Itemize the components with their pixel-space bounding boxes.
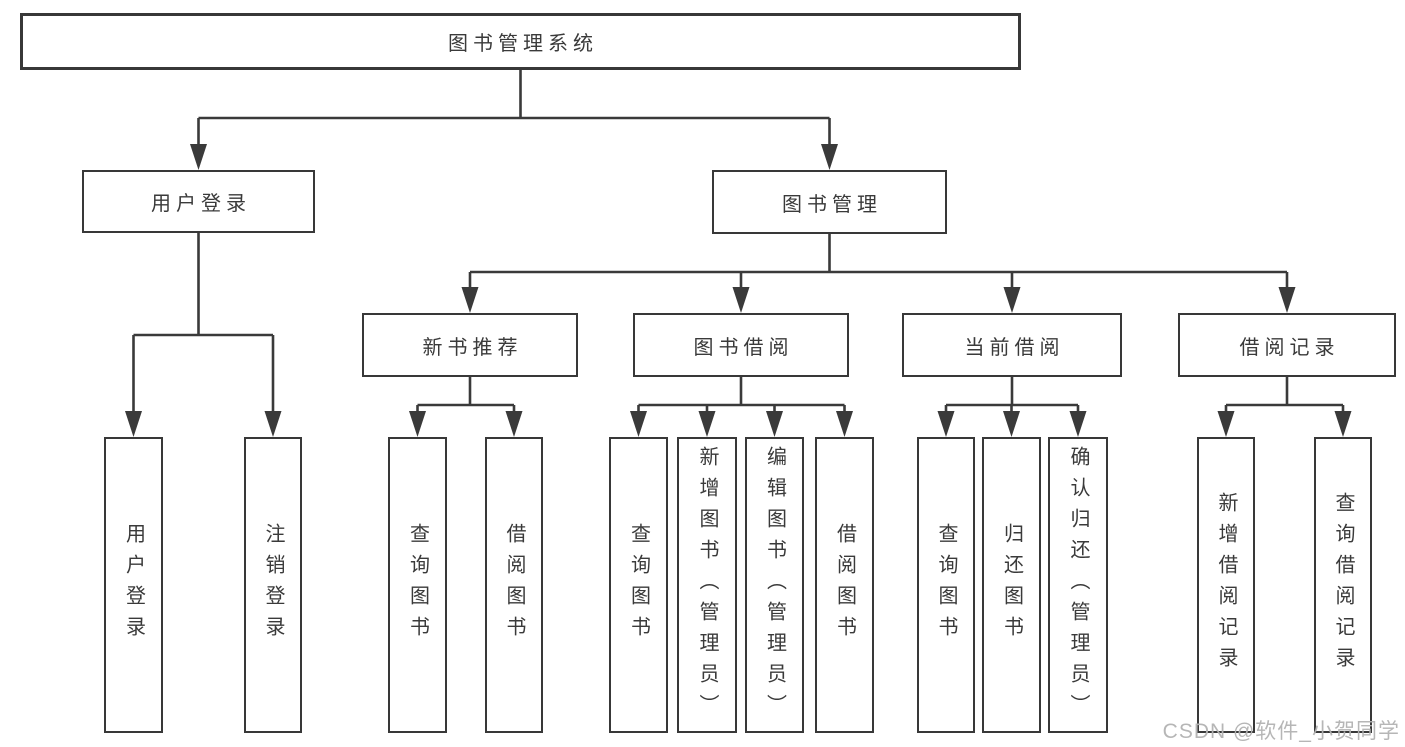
tree-edges <box>132 70 1345 415</box>
node-label: 用户登录 <box>151 193 251 215</box>
leaf-return-books: 归还图书 <box>982 437 1041 733</box>
arrowhead <box>630 411 647 437</box>
arrowhead <box>409 411 426 437</box>
node-borrow-records: 借阅记录 <box>1178 313 1396 377</box>
node-label: 图书管理系统 <box>448 33 598 55</box>
node-user-login: 用户登录 <box>82 170 315 233</box>
node-label: 借阅图书 <box>833 523 856 647</box>
leaf-edit-books-admin: 编辑图书（管理员） <box>745 437 804 733</box>
node-label: 注销登录 <box>262 523 284 647</box>
arrowhead <box>1003 411 1020 437</box>
leaf-borrow-books-recommend: 借阅图书 <box>485 437 543 733</box>
arrowhead <box>821 144 838 170</box>
node-label: 图书借阅 <box>693 336 794 359</box>
arrowheads <box>125 144 1352 437</box>
node-label: 查询借阅记录 <box>1332 492 1354 678</box>
node-root: 图书管理系统 <box>20 13 1021 70</box>
node-label: 当前借阅 <box>964 336 1065 359</box>
leaf-borrow-books: 借阅图书 <box>815 437 874 733</box>
node-label: 新增图书（管理员） <box>696 445 718 725</box>
arrowhead <box>264 411 282 437</box>
leaf-user-login: 用户登录 <box>104 437 163 733</box>
arrowhead <box>732 287 750 313</box>
node-label: 查询图书 <box>627 523 650 647</box>
node-current-borrow: 当前借阅 <box>902 313 1122 377</box>
node-label: 借阅记录 <box>1239 336 1340 359</box>
node-book-borrow: 图书借阅 <box>633 313 849 377</box>
leaf-logout: 注销登录 <box>244 437 302 733</box>
arrowhead <box>937 411 955 437</box>
leaf-add-borrow-record: 新增借阅记录 <box>1197 437 1255 733</box>
node-label: 借阅图书 <box>503 523 525 647</box>
leaf-query-books-current: 查询图书 <box>917 437 975 733</box>
node-label: 用户登录 <box>122 523 145 647</box>
leaf-add-books-admin: 新增图书（管理员） <box>677 437 737 733</box>
node-book-management: 图书管理 <box>712 170 947 234</box>
arrowhead <box>461 287 479 313</box>
leaf-query-books-borrow: 查询图书 <box>609 437 668 733</box>
node-label: 编辑图书（管理员） <box>763 445 786 725</box>
node-label: 查询图书 <box>406 523 429 647</box>
leaf-query-books-recommend: 查询图书 <box>388 437 447 733</box>
arrowhead <box>766 411 783 437</box>
arrowhead <box>836 411 853 437</box>
arrowhead <box>698 411 716 437</box>
node-label: 确认归还（管理员） <box>1067 445 1089 725</box>
node-label: 归还图书 <box>1000 523 1023 647</box>
arrowhead <box>505 411 523 437</box>
csdn-watermark: CSDN @软件_小贺同学 <box>1162 720 1400 743</box>
arrowhead <box>1334 411 1352 437</box>
arrowhead <box>125 411 142 437</box>
node-label: 查询图书 <box>935 523 957 647</box>
leaf-query-borrow-record: 查询借阅记录 <box>1314 437 1372 733</box>
node-label: 新增借阅记录 <box>1215 492 1237 678</box>
arrowhead <box>1217 411 1235 437</box>
arrowhead <box>1278 287 1296 313</box>
arrowhead <box>1003 287 1021 313</box>
node-label: 新书推荐 <box>422 336 523 359</box>
arrowhead <box>190 144 207 170</box>
node-label: 图书管理 <box>782 193 882 216</box>
node-new-book-recommend: 新书推荐 <box>362 313 578 377</box>
leaf-confirm-return-admin: 确认归还（管理员） <box>1048 437 1108 733</box>
arrowhead <box>1069 411 1087 437</box>
